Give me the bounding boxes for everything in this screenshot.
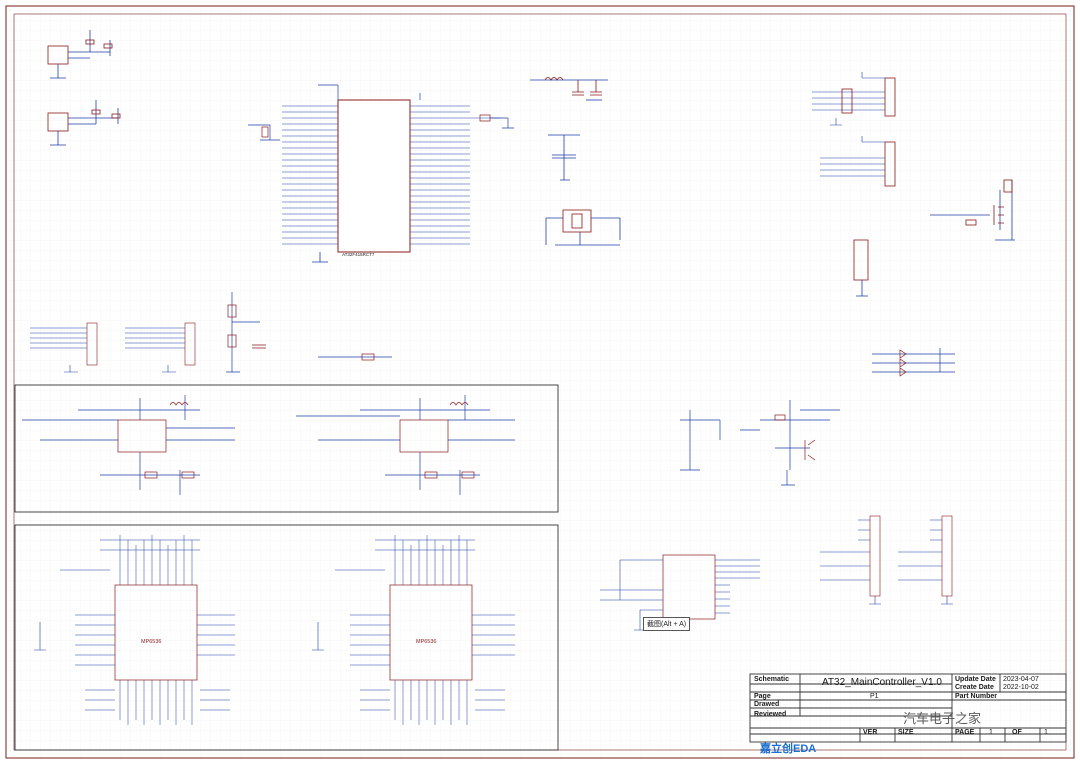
transistor-block xyxy=(680,400,840,486)
driver-2-part-label: MP6536 xyxy=(416,639,437,645)
crystal-block xyxy=(545,209,621,246)
title-block xyxy=(749,673,1067,743)
driver-section-box xyxy=(14,524,559,751)
tb-size-label: SIZE xyxy=(898,729,914,736)
opamp-section-box xyxy=(14,384,559,513)
connector-block-1 xyxy=(812,72,896,126)
connector-left-1 xyxy=(30,322,98,373)
tb-update-date: 2023-04-07 xyxy=(1003,676,1039,683)
tb-of-label: OF xyxy=(1012,729,1022,736)
tb-create-date: 2022-10-02 xyxy=(1003,684,1039,691)
tb-page-num: 1 xyxy=(989,729,993,736)
watermark-text: 汽车电子之家 xyxy=(903,711,982,726)
driver-chip-1 xyxy=(34,535,235,725)
mcu-part-label: AT32F415RCT7 xyxy=(342,252,375,257)
tb-title: AT32_MainController_V1.0 xyxy=(822,677,942,688)
led-array xyxy=(872,348,955,377)
mcu-symbol xyxy=(248,84,514,263)
divider-block xyxy=(226,292,266,373)
db9-connector xyxy=(853,239,869,297)
connector-right-2 xyxy=(898,515,953,605)
ldo-block-1 xyxy=(47,30,113,79)
eda-logo: 嘉立创EDA xyxy=(760,743,817,755)
tb-page-value: P1 xyxy=(870,693,879,700)
opamp-1 xyxy=(22,395,235,495)
tb-ver-label: VER xyxy=(863,729,878,736)
tb-update-date-label: Update Date xyxy=(955,676,996,683)
connector-left-2 xyxy=(125,322,196,373)
connector-block-2 xyxy=(820,136,896,187)
tb-page-label: Page xyxy=(754,693,771,700)
tb-create-date-label: Create Date xyxy=(955,684,994,691)
mosfet-block xyxy=(930,179,1015,241)
tb-page-total: 1 xyxy=(1044,729,1048,736)
tb-reviewed-label: Reviewed xyxy=(754,711,787,718)
opamp-2 xyxy=(296,395,515,495)
sheet-border xyxy=(5,5,1075,759)
ldo-block-2 xyxy=(47,100,121,146)
tb-page-num-label: PAGE xyxy=(955,729,975,736)
inductor-filter xyxy=(530,77,608,101)
driver-chip-2 xyxy=(312,535,515,725)
connector-right-1 xyxy=(820,515,881,605)
cap-network xyxy=(548,134,580,181)
tb-part-number-label: Part Number xyxy=(955,693,998,700)
tb-schematic-label: Schematic xyxy=(754,676,790,683)
resistor-r35 xyxy=(318,353,392,361)
tb-drawed-label: Drawed xyxy=(754,701,780,708)
driver-1-part-label: MP6536 xyxy=(141,639,162,645)
screenshot-annotation: 截图(Alt + A) xyxy=(643,617,691,631)
